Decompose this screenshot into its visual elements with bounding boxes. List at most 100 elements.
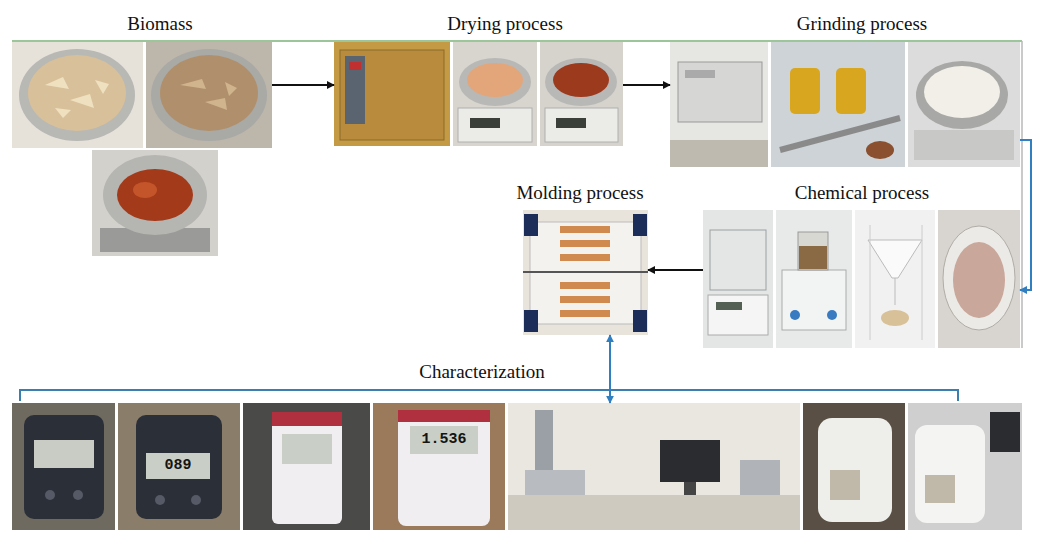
connectors [272,85,1031,403]
mold-photo [560,226,610,233]
dish-photo [938,210,1020,348]
roughness-tester-photo [373,403,505,530]
scale-photo [545,58,617,106]
bracket [20,390,958,401]
dish-photo [953,242,1005,318]
bracket [20,390,958,401]
roughness-tester-photo [282,434,332,464]
hotplate-photo [798,232,828,270]
frame-line [1021,41,1023,348]
biomass-photo [146,42,272,148]
analyzer-photo [925,475,955,503]
oven-photo [349,62,361,70]
lab-bench-photo [525,470,585,495]
durometer-photo [24,415,104,519]
biomass-photo [45,77,109,118]
roughness-tester-photo [398,410,490,422]
biomass-photo [180,79,237,110]
filter-funnel-photo [855,210,935,348]
filter-funnel-photo [881,310,909,326]
analyzer-photo [818,418,892,522]
lab-bench-photo [508,495,800,530]
analyzer-photo [915,425,985,523]
biomass-photo [28,55,126,131]
process-arrow [1020,140,1031,290]
powder-photo [924,66,1000,118]
durometer-photo [191,495,201,505]
hotplate-photo [782,270,846,330]
roughness-tester-photo [243,403,370,530]
roughness-tester-photo [243,403,370,530]
scale-photo [453,42,537,146]
powder-photo [916,61,1008,129]
hotplate-photo [776,210,852,348]
filter-funnel-photo [868,240,922,278]
filter-funnel-photo [870,225,871,340]
biomass-photo [133,182,157,198]
lab-bench-photo [508,403,800,530]
mold-photo [560,226,610,317]
balance-photo [703,210,773,348]
display-reading: 089 [164,457,191,475]
stage-heading: Characterization [419,361,545,383]
biomass-photo [117,169,193,221]
mold-photo [560,240,610,247]
biomass-photo [12,42,143,148]
stage-heading: Molding process [516,182,643,204]
oven-photo [345,56,365,124]
oven-photo [340,50,444,140]
durometer-photo [146,453,210,479]
process-arrow [272,84,334,86]
analyzer-photo [803,403,905,530]
mold-photo [633,310,647,332]
scale-photo [553,63,609,97]
scale-photo [453,42,537,146]
dish-photo [943,226,1015,330]
stage-panel: Biomass [12,42,272,256]
durometer-photo [118,403,240,530]
stage-heading: Chemical process [795,182,930,204]
hotplate-photo [827,310,837,320]
roughness-tester-photo [272,412,342,426]
scale-photo [458,108,532,142]
display-reading: 1.536 [421,431,466,449]
scale-photo [467,63,523,97]
powder-photo [908,42,1020,167]
durometer-photo [136,415,222,519]
balance-photo [716,302,742,310]
oven-photo [334,42,450,146]
roughness-tester-photo [398,410,490,526]
scale-photo [540,42,623,146]
mold-photo [524,214,538,236]
hotplate-photo [799,246,827,269]
scale-photo [556,118,586,128]
lab-bench-photo [684,482,696,495]
frame-line [12,40,1022,42]
scale-photo [545,108,618,142]
analyzer-photo [908,403,1022,530]
mill-jars-photo [771,42,905,167]
process-arrow [623,84,670,86]
roughness-tester-photo [410,426,478,454]
hotplate-photo [776,210,852,348]
roughness-tester-photo [272,412,342,524]
mold-photo [560,310,610,317]
mill-jars-photo [790,68,820,114]
stage-heading: Drying process [447,13,563,35]
stage-panel: Drying process [334,42,623,146]
analyzer-photo [830,470,860,500]
analyzer-photo [803,403,905,530]
durometer-photo [12,403,115,530]
biomass-photo [160,55,258,131]
stage-panel: Chemical process [703,210,1020,348]
grinder-photo [670,42,768,167]
mold-photo [524,310,538,332]
lab-bench-photo [740,460,780,495]
oven-photo [334,42,450,146]
biomass-photo [19,49,135,141]
biomass-photo [151,49,267,141]
durometer-photo [118,403,240,530]
dish-photo [938,210,1020,348]
